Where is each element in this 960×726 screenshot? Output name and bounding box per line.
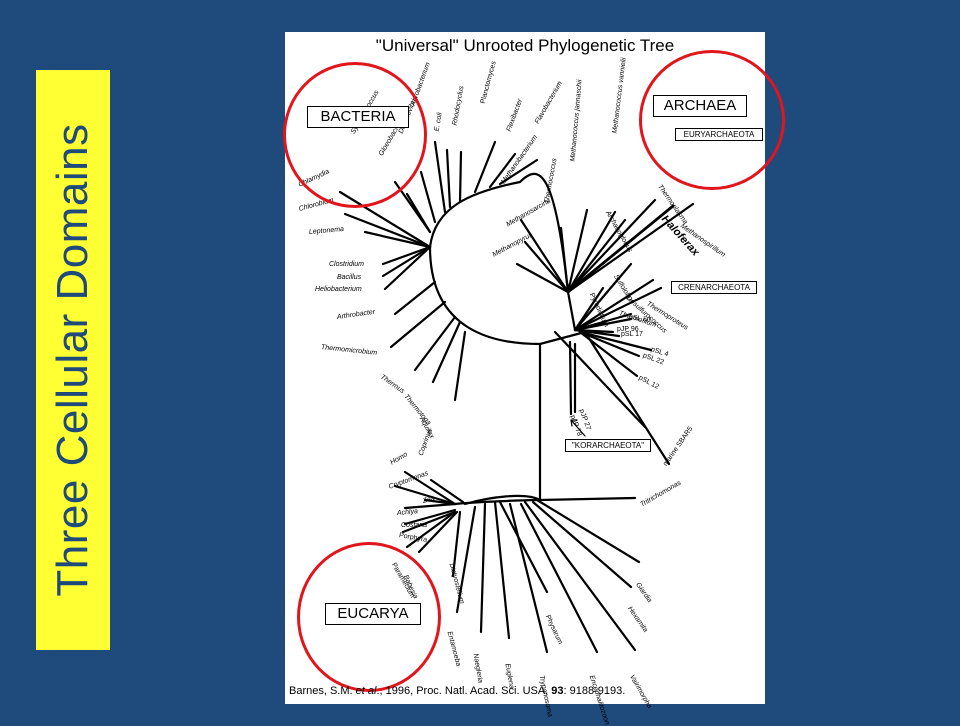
korarchaeota-label: "KORARCHAEOTA": [565, 439, 651, 452]
taxon-psl17: pSL 17: [621, 331, 643, 338]
citation-volume: 93: [551, 685, 564, 697]
taxon-pjp96: pJP 96: [617, 326, 639, 333]
figure-citation: Barnes, S.M. et al., 1996, Proc. Natl. A…: [289, 685, 765, 697]
taxon-costaria: Costaria: [401, 522, 428, 529]
archaea-highlight-circle: [639, 50, 785, 190]
taxon-clostridium: Clostridium: [329, 261, 365, 268]
eucarya-highlight-circle: [297, 542, 441, 692]
bacteria-highlight-circle: [283, 62, 427, 208]
citation-pages: : 9188-9193.: [563, 685, 626, 697]
phylogenetic-tree-figure: "Universal" Unrooted Phylogenetic Tree C…: [283, 32, 785, 726]
figure-title: "Universal" Unrooted Phylogenetic Tree: [375, 36, 675, 55]
taxon-helicobacterium: Heliobacterium: [315, 286, 362, 293]
crenarchaeota-label: CRENARCHAEOTA: [671, 281, 757, 294]
citation-journal: ., 1996, Proc. Natl. Acad. Sci. USA,: [376, 685, 552, 697]
side-banner: [36, 70, 110, 650]
citation-etal: et al: [355, 685, 377, 697]
taxon-bacillus: Bacillus: [337, 274, 362, 281]
citation-author: Barnes, S.M.: [289, 685, 356, 697]
slide-title: Three Cellular Domains: [48, 123, 97, 597]
tree-branches: [338, 140, 695, 654]
